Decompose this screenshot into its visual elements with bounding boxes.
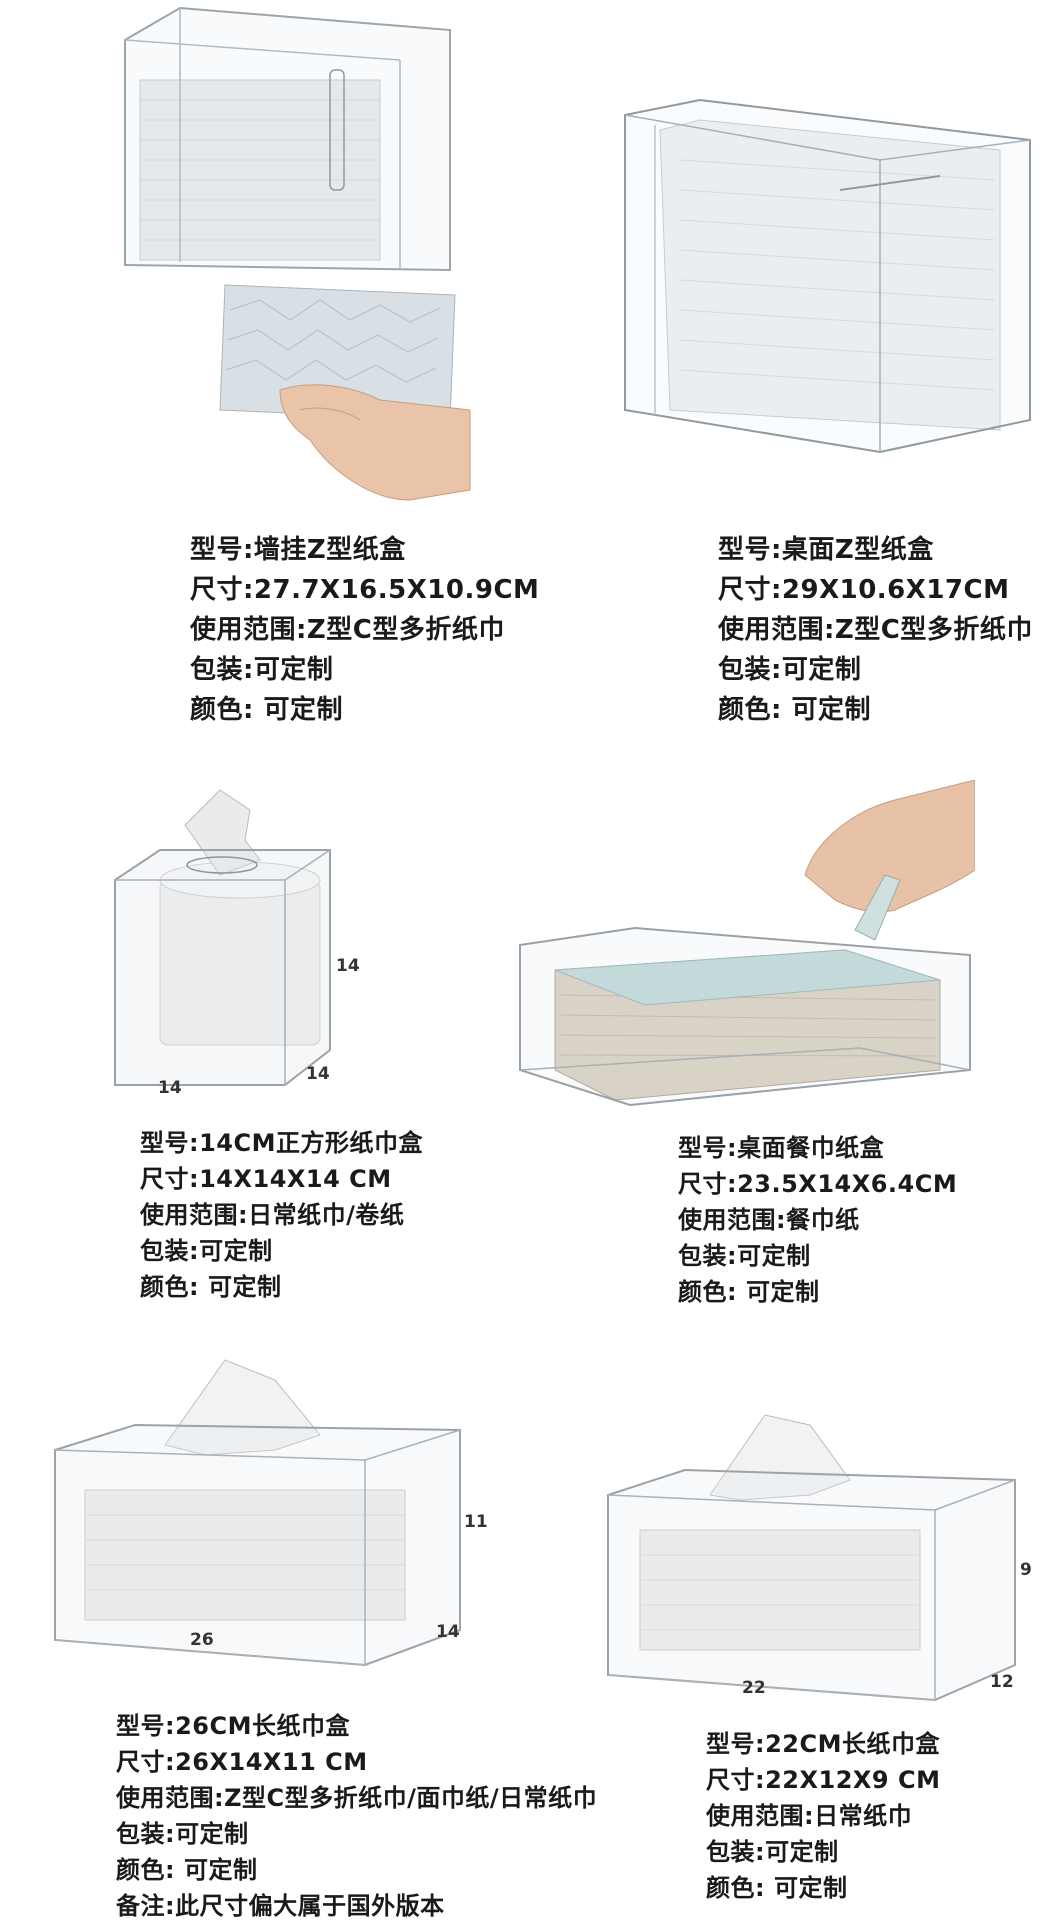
product-photo-napkin-box bbox=[515, 780, 975, 1110]
usage-line: 使用范围:餐巾纸 bbox=[678, 1206, 860, 1234]
dimension-label-depth: 12 bbox=[990, 1672, 1014, 1692]
model-line: 型号:26CM长纸巾盒 bbox=[116, 1712, 350, 1740]
size-line: 尺寸:22X12X9 CM bbox=[706, 1766, 941, 1794]
dimension-label-height: 11 bbox=[464, 1512, 488, 1532]
usage-line: 使用范围:日常纸巾/卷纸 bbox=[140, 1201, 405, 1229]
usage-line: 使用范围:Z型C型多折纸巾/面巾纸/日常纸巾 bbox=[116, 1784, 598, 1812]
packaging-line: 包装:可定制 bbox=[140, 1237, 273, 1265]
product-specs-desktop-z-box: 型号:桌面Z型纸盒 尺寸:29X10.6X17CM 使用范围:Z型C型多折纸巾 … bbox=[718, 530, 1033, 730]
product-photo-26cm-tissue-box bbox=[45, 1350, 465, 1680]
model-line: 型号:22CM长纸巾盒 bbox=[706, 1730, 940, 1758]
size-line: 尺寸:27.7X16.5X10.9CM bbox=[190, 575, 540, 605]
dimension-label-depth: 14 bbox=[306, 1064, 330, 1084]
packaging-line: 包装:可定制 bbox=[678, 1242, 811, 1270]
color-line: 颜色: 可定制 bbox=[116, 1856, 258, 1884]
product-specs-napkin-box: 型号:桌面餐巾纸盒 尺寸:23.5X14X6.4CM 使用范围:餐巾纸 包装:可… bbox=[678, 1130, 957, 1310]
usage-line: 使用范围:Z型C型多折纸巾 bbox=[718, 615, 1033, 645]
product-specs-square-tissue-box: 型号:14CM正方形纸巾盒 尺寸:14X14X14 CM 使用范围:日常纸巾/卷… bbox=[140, 1125, 423, 1305]
product-photo-22cm-tissue-box bbox=[600, 1400, 1020, 1710]
dimension-label-width: 22 bbox=[742, 1678, 766, 1698]
color-line: 颜色: 可定制 bbox=[140, 1273, 282, 1301]
size-line: 尺寸:26X14X11 CM bbox=[116, 1748, 368, 1776]
color-line: 颜色: 可定制 bbox=[190, 695, 343, 725]
size-line: 尺寸:14X14X14 CM bbox=[140, 1165, 392, 1193]
packaging-line: 包装:可定制 bbox=[190, 655, 334, 685]
dimension-label-depth: 14 bbox=[436, 1622, 460, 1642]
dimension-label-height: 14 bbox=[336, 956, 360, 976]
packaging-line: 包装:可定制 bbox=[706, 1838, 839, 1866]
product-photo-desktop-z-box bbox=[610, 80, 1040, 470]
color-line: 颜色: 可定制 bbox=[706, 1874, 848, 1902]
usage-line: 使用范围:Z型C型多折纸巾 bbox=[190, 615, 505, 645]
remark-line: 备注:此尺寸偏大属于国外版本 bbox=[116, 1892, 445, 1920]
size-line: 尺寸:29X10.6X17CM bbox=[718, 575, 1010, 605]
dimension-label-height: 9 bbox=[1020, 1560, 1032, 1580]
dimension-label-width: 14 bbox=[158, 1078, 182, 1098]
product-specs-wall-z-box: 型号:墙挂Z型纸盒 尺寸:27.7X16.5X10.9CM 使用范围:Z型C型多… bbox=[190, 530, 539, 730]
model-line: 型号:桌面餐巾纸盒 bbox=[678, 1134, 885, 1162]
product-specs-22cm-tissue-box: 型号:22CM长纸巾盒 尺寸:22X12X9 CM 使用范围:日常纸巾 包装:可… bbox=[706, 1726, 940, 1906]
size-line: 尺寸:23.5X14X6.4CM bbox=[678, 1170, 958, 1198]
product-specs-26cm-tissue-box: 型号:26CM长纸巾盒 尺寸:26X14X11 CM 使用范围:Z型C型多折纸巾… bbox=[116, 1708, 597, 1924]
model-line: 型号:墙挂Z型纸盒 bbox=[190, 535, 406, 565]
product-photo-square-tissue-box bbox=[100, 780, 410, 1110]
color-line: 颜色: 可定制 bbox=[718, 695, 871, 725]
color-line: 颜色: 可定制 bbox=[678, 1278, 820, 1306]
model-line: 型号:桌面Z型纸盒 bbox=[718, 535, 934, 565]
dimension-label-width: 26 bbox=[190, 1630, 214, 1650]
packaging-line: 包装:可定制 bbox=[718, 655, 862, 685]
product-photo-wall-z-box bbox=[30, 0, 490, 510]
model-line: 型号:14CM正方形纸巾盒 bbox=[140, 1129, 423, 1157]
usage-line: 使用范围:日常纸巾 bbox=[706, 1802, 913, 1830]
packaging-line: 包装:可定制 bbox=[116, 1820, 249, 1848]
